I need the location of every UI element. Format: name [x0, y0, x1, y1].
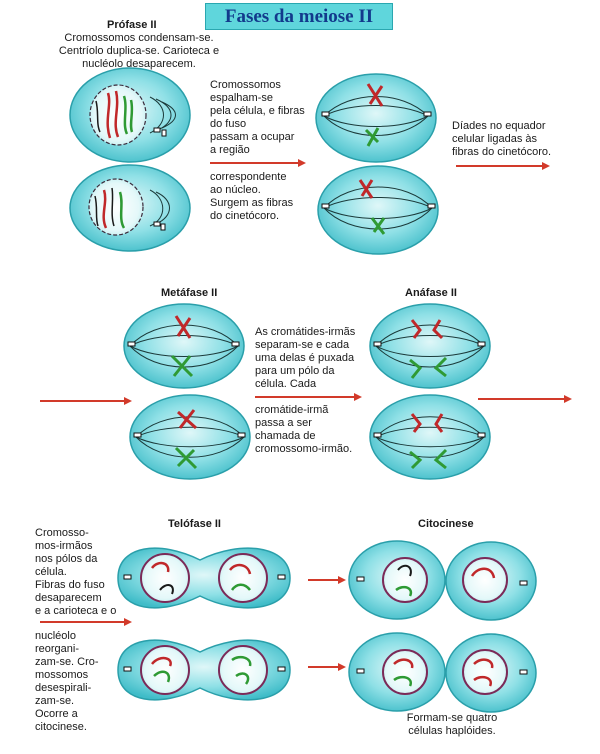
profase-cell-bottom	[69, 164, 191, 252]
arrow-to-metafase	[456, 162, 550, 170]
metafase-cell-bottom	[129, 394, 251, 480]
centriole-right	[477, 432, 486, 438]
citocinese-cells-top	[348, 540, 537, 621]
heading-citocinese: Citocinese	[418, 518, 474, 530]
spindle-cell-top	[315, 73, 437, 163]
centriole-left	[321, 203, 330, 209]
centriole-left	[133, 432, 142, 438]
centriole-left	[123, 666, 132, 672]
centriole-right	[277, 666, 286, 672]
heading-profase: Prófase II	[107, 19, 157, 31]
caption-telofase-bottom: nucléolo reorgani- zam-se. Cro- mossomos…	[35, 630, 99, 733]
centriole-pair-icon	[153, 127, 167, 137]
caption-spindle-bottom: correspondente ao núcleo. Surgem as fibr…	[210, 171, 294, 222]
telofase-cell-top	[117, 547, 291, 609]
heading-anafase: Anáfase II	[405, 287, 457, 299]
nucleus-right	[218, 553, 268, 603]
arrow-telofase-citocinese-top	[308, 576, 346, 584]
caption-anafase-bottom: cromátide-irmã passa a ser chamada de cr…	[255, 404, 353, 455]
centriole-left	[373, 341, 382, 347]
arrow-telofase-citocinese-bottom	[308, 663, 346, 671]
spindle-cell-bottom	[317, 165, 439, 255]
centriole-right	[231, 341, 240, 347]
title-banner: Fases da meiose II	[205, 3, 393, 30]
anafase-cell-top	[369, 303, 491, 389]
caption-diades: Díades no equador celular ligadas às fib…	[452, 120, 552, 158]
centriole-right	[427, 203, 436, 209]
centriole-pair-icon	[153, 221, 166, 231]
arrow-into-telofase	[40, 618, 132, 626]
arrow-profase	[210, 159, 306, 167]
centriole-right	[277, 574, 286, 580]
centriole-right	[477, 341, 486, 347]
caption-telofase-top: Cromosso- mos-irmãos nos pólos da célula…	[35, 527, 117, 617]
page-title: Fases da meiose II	[224, 5, 374, 27]
heading-telofase: Telófase II	[168, 518, 221, 530]
nucleus-left	[140, 553, 190, 603]
citocinese-cells-bottom	[348, 632, 537, 713]
centriole-left	[127, 341, 136, 347]
arrow-into-metafase	[40, 397, 132, 405]
nucleus-left	[140, 645, 190, 695]
nucleus	[88, 178, 144, 236]
heading-metafase: Metáfase II	[161, 287, 218, 299]
caption-spindle-top: Cromossomos espalham-se pela célula, e f…	[210, 79, 305, 156]
metafase-cell-top	[123, 303, 245, 389]
profase-cell-top	[69, 67, 191, 163]
anafase-cell-bottom	[369, 394, 491, 480]
caption-citocinese: Formam-se quatro células haplóides.	[406, 712, 498, 737]
centriole-left	[373, 432, 382, 438]
caption-profase: Cromossomos condensam-se. Centríolo dupl…	[58, 32, 220, 70]
centriole-right	[423, 111, 432, 117]
arrow-anafase-out	[478, 395, 572, 403]
centriole-right	[237, 432, 246, 438]
arrow-metafase-anafase	[255, 393, 362, 401]
caption-anafase-top: As cromátides-irmãs separam-se e cada um…	[255, 326, 356, 390]
centriole-left	[321, 111, 330, 117]
telofase-cell-bottom	[117, 639, 291, 701]
nucleus-right	[218, 645, 268, 695]
centriole-left	[123, 574, 132, 580]
